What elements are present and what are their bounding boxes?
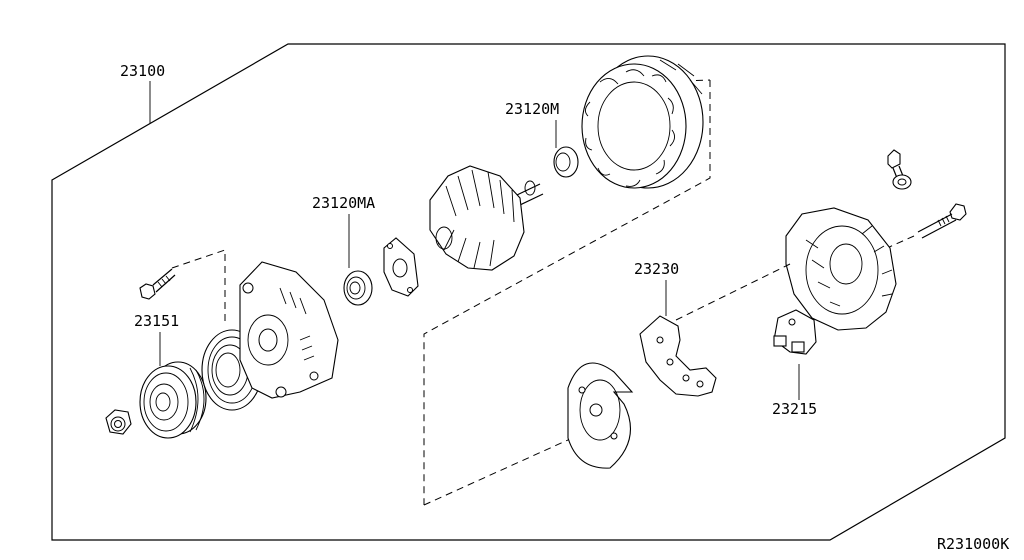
regulator-23215 — [773, 309, 817, 355]
pulley — [139, 361, 207, 439]
bearing-rear-23120m — [553, 146, 579, 178]
diagram-code: R231000K — [937, 535, 1009, 553]
front-housing — [239, 261, 339, 399]
label-bearing-front: 23120MA — [312, 194, 375, 212]
label-pulley: 23151 — [134, 312, 179, 330]
retainer-plate — [383, 237, 419, 297]
assembly-outline — [51, 43, 1006, 541]
stator — [581, 55, 704, 189]
rear-cover — [567, 362, 634, 469]
bolt-dashed-leader — [171, 249, 226, 325]
rear-housing — [785, 207, 897, 331]
bearing-front-23120ma — [343, 270, 373, 306]
rectifier-23230 — [639, 315, 717, 397]
label-regulator: 23215 — [772, 400, 817, 418]
bolt — [139, 268, 176, 300]
rear-housing-dashed-leader — [675, 263, 791, 321]
label-assembly: 23100 — [120, 62, 165, 80]
label-bearing-rear: 23120M — [505, 100, 559, 118]
label-rectifier: 23230 — [634, 260, 679, 278]
rotor — [429, 165, 544, 271]
pulley-nut — [105, 409, 132, 435]
terminal-stud — [887, 149, 912, 190]
